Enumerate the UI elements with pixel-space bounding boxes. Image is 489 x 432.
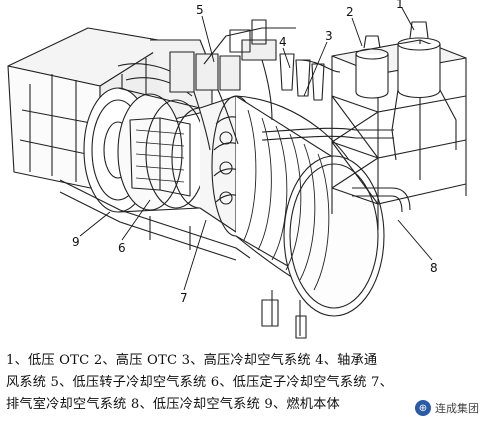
callout-4: 4 bbox=[279, 35, 287, 49]
callout-9: 9 bbox=[72, 235, 80, 249]
cooling-tower bbox=[331, 21, 467, 230]
callout-1: 1 bbox=[396, 0, 404, 11]
compressor bbox=[83, 87, 229, 213]
callout-2: 2 bbox=[346, 5, 354, 19]
cooling-air-piping bbox=[203, 27, 411, 213]
caption-line-1: 1、低压 OTC 2、高压 OTC 3、高压冷却空气系统 4、轴承通 bbox=[6, 353, 378, 368]
callout-8: 8 bbox=[430, 261, 438, 275]
callouts: 1 2 3 4 5 6 7 8 9 bbox=[72, 0, 438, 305]
callout-3: 3 bbox=[325, 29, 333, 43]
figure-caption: 1、低压 OTC 2、高压 OTC 3、高压冷却空气系统 4、轴承通 风系统 5… bbox=[6, 350, 484, 416]
exhaust-diffuser bbox=[235, 95, 385, 339]
callout-6: 6 bbox=[118, 241, 126, 255]
callout-7: 7 bbox=[180, 291, 188, 305]
callout-5: 5 bbox=[196, 3, 204, 17]
watermark: ⊕ 连成集团 bbox=[411, 398, 483, 418]
gas-turbine-cooling-diagram: 1 2 3 4 5 6 7 8 9 bbox=[7, 0, 467, 339]
caption-line-2: 风系统 5、低压转子冷却空气系统 6、低压定子冷却空气系统 7、 bbox=[6, 375, 394, 390]
watermark-text: 连成集团 bbox=[435, 402, 479, 415]
wechat-logo-icon: ⊕ bbox=[415, 400, 431, 416]
top-piping bbox=[169, 19, 325, 151]
caption-line-3: 排气室冷却空气系统 8、低压冷却空气系统 9、燃机本体 bbox=[6, 397, 340, 412]
callout-leaders bbox=[79, 7, 433, 291]
